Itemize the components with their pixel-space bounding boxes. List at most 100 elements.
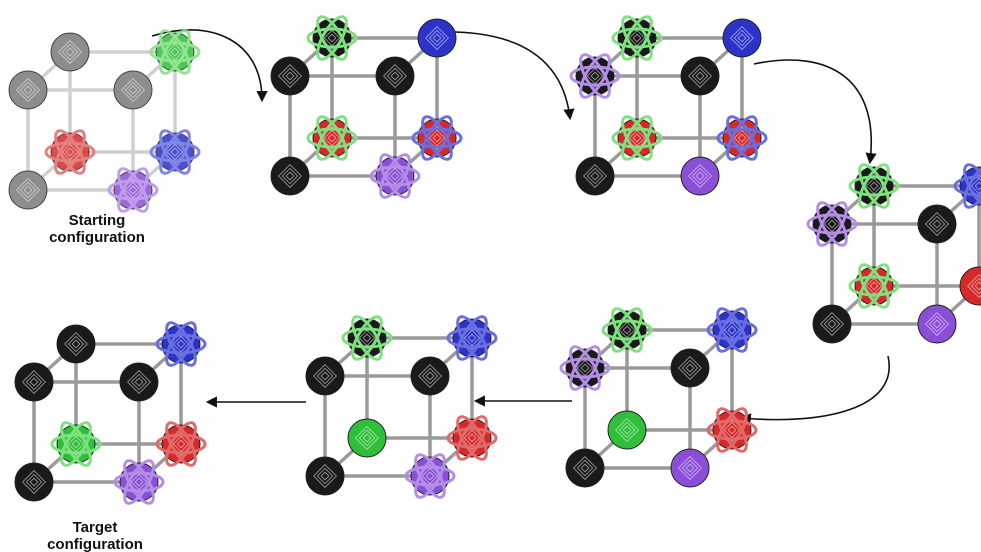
orbit-ring xyxy=(155,333,207,355)
red-atom xyxy=(411,115,463,161)
orbit-ring xyxy=(306,27,358,49)
step-1-cube xyxy=(270,15,463,199)
atom-shading xyxy=(932,219,942,229)
orbit-ring xyxy=(159,129,191,175)
atom-sphere xyxy=(670,448,710,488)
atom-sphere xyxy=(56,324,96,364)
orbit-ring xyxy=(306,127,358,149)
atom-shading xyxy=(22,470,46,494)
caption-line: configuration xyxy=(49,229,145,246)
orbit-ring xyxy=(621,15,653,61)
atom-shading xyxy=(58,40,82,64)
black-atom xyxy=(611,15,663,61)
green-atom xyxy=(50,421,102,467)
orbit-ring xyxy=(963,163,981,209)
orbit-ring xyxy=(848,275,900,297)
atom-sphere xyxy=(959,266,981,306)
orbit-ring xyxy=(579,53,611,99)
atom-shading xyxy=(130,373,148,391)
orbit-ring xyxy=(316,15,348,61)
atom-shading xyxy=(128,85,138,95)
atom-shading xyxy=(467,433,477,443)
orbit-ring xyxy=(611,307,643,353)
black-atom xyxy=(917,204,957,244)
orbit-ring xyxy=(165,421,197,467)
orbit-ring xyxy=(159,29,191,75)
orbit-ring xyxy=(816,201,848,247)
red-atom xyxy=(848,263,900,309)
atom-shading xyxy=(121,78,145,102)
atom-sphere xyxy=(917,204,957,244)
atom-shading xyxy=(827,319,837,329)
atom-shading xyxy=(124,81,142,99)
red-atom xyxy=(306,115,358,161)
atom-shading xyxy=(615,418,639,442)
orbit-ring xyxy=(123,459,155,505)
atom-shading xyxy=(316,367,334,385)
orbit-ring xyxy=(858,163,890,209)
orbit-ring xyxy=(569,345,601,391)
red-atom xyxy=(716,115,768,161)
orbit-ring xyxy=(379,153,411,199)
black-atom xyxy=(812,304,852,344)
atom-shading xyxy=(974,181,981,191)
black-atom xyxy=(670,348,710,388)
atom-shading xyxy=(134,377,144,387)
atom-shading xyxy=(64,332,88,356)
orbit-ring xyxy=(411,127,463,149)
orbit-ring xyxy=(165,321,197,367)
orbit-ring xyxy=(601,319,653,341)
black-atom xyxy=(14,362,54,402)
orbit-ring xyxy=(421,115,453,161)
orbit-ring xyxy=(369,165,421,187)
atom-shading xyxy=(23,85,33,95)
orbit-ring xyxy=(953,175,981,197)
purple-atom xyxy=(113,459,165,505)
atom-shading xyxy=(580,363,590,373)
atom-shading xyxy=(727,325,737,335)
orbit-ring xyxy=(716,307,748,353)
atom-shading xyxy=(928,315,946,333)
atom-sphere xyxy=(417,18,457,58)
orbit-ring xyxy=(706,419,758,441)
black-atom xyxy=(569,53,621,99)
atom-sphere xyxy=(607,410,647,450)
transition-arrow xyxy=(151,29,268,103)
orbit-ring xyxy=(54,129,86,175)
atom-shading xyxy=(632,133,642,143)
atom-sphere xyxy=(270,156,310,196)
atom-shading xyxy=(390,171,400,181)
atom-shading xyxy=(685,363,695,373)
atom-shading xyxy=(622,425,632,435)
green-atom xyxy=(607,410,647,450)
black-atom xyxy=(559,345,611,391)
orbit-ring xyxy=(706,319,758,341)
atom-shading xyxy=(67,335,85,353)
atom-shading xyxy=(25,373,43,391)
atom-shading xyxy=(425,371,435,381)
atom-shading xyxy=(869,181,879,191)
orbit-ring xyxy=(44,141,96,163)
atom-shading xyxy=(967,274,981,298)
orbit-ring xyxy=(60,421,92,467)
step-5-cube xyxy=(305,315,498,499)
atom-shading xyxy=(320,371,330,381)
atom-sphere xyxy=(8,170,48,210)
atom-sphere xyxy=(119,362,159,402)
atom-shading xyxy=(590,171,600,181)
orbit-ring xyxy=(716,407,748,453)
green-atom xyxy=(149,29,201,75)
atom-shading xyxy=(418,364,442,388)
atom-shading xyxy=(823,315,841,333)
atom-sphere xyxy=(14,462,54,502)
red-atom xyxy=(44,129,96,175)
atom-shading xyxy=(869,281,879,291)
caption-line: Starting xyxy=(68,212,126,229)
starting-configuration-caption: Starting configuration xyxy=(12,212,182,246)
atom-shading xyxy=(134,477,144,487)
atom-shading xyxy=(358,429,376,447)
orbit-ring xyxy=(149,41,201,63)
orbit-ring xyxy=(569,345,601,391)
atom-shading xyxy=(29,477,39,487)
atom-shading xyxy=(127,370,151,394)
